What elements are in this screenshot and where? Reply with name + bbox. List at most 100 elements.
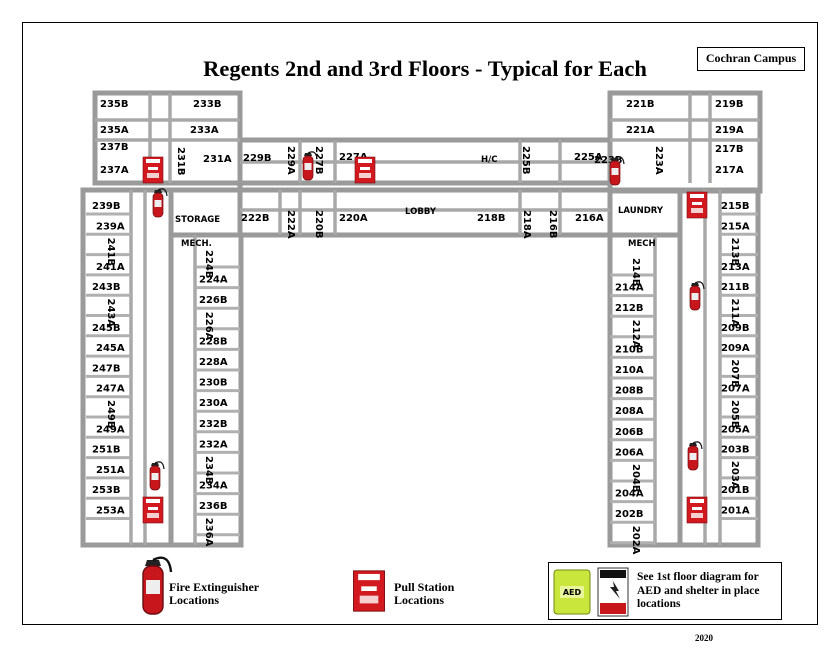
mech-left-label: MECH. <box>181 239 212 249</box>
room-label: 233A <box>190 125 219 136</box>
legend-pull-station-icon <box>352 570 386 612</box>
room-label: 206A <box>615 447 644 458</box>
room-label: 226A <box>203 312 214 341</box>
room-label: 216B <box>547 210 558 239</box>
room-label: 231B <box>175 147 186 176</box>
page-title: Regents 2nd and 3rd Floors - Typical for… <box>203 56 647 81</box>
room-label: 231A <box>203 154 232 165</box>
room-label: 215B <box>721 201 750 212</box>
aed-icon: AED <box>553 569 591 615</box>
room-labels: 235B 235A 237B 237A 233B 233A 231B 231A 239B 239A… <box>92 99 750 555</box>
room-label: 229B <box>243 153 272 164</box>
room-label: 243B <box>92 282 121 293</box>
room-label: 205A <box>721 424 750 435</box>
room-label: 220A <box>339 213 368 224</box>
legend-extinguisher-icon <box>141 556 173 616</box>
fire-extinguisher-icon <box>689 281 705 311</box>
year-label: 2020 <box>695 633 713 643</box>
room-label: 227B <box>313 146 324 175</box>
room-label: 234B <box>203 456 214 485</box>
room-label: 215A <box>721 221 750 232</box>
legend-note: See 1st floor diagram for AED and shelte… <box>637 571 760 610</box>
room-label: 220B <box>313 210 324 239</box>
pull-station-icon <box>142 156 164 184</box>
room-label: 235A <box>100 125 129 136</box>
room-label: 218A <box>521 210 532 239</box>
room-label: 223A <box>653 146 664 175</box>
room-label: 219B <box>715 99 744 110</box>
room-label: 230A <box>199 398 228 409</box>
room-label: 207A <box>721 384 750 395</box>
room-label: 251B <box>92 445 121 456</box>
room-label: 202A <box>630 526 641 555</box>
room-label: 221A <box>626 125 655 136</box>
hc-label: H/C <box>481 155 497 165</box>
room-label: 239B <box>92 201 121 212</box>
room-label: 212A <box>630 320 641 349</box>
room-label: 237A <box>100 165 129 176</box>
room-label: 222B <box>241 213 270 224</box>
room-label: 237B <box>100 142 129 153</box>
room-label: 217A <box>715 165 744 176</box>
room-label: 211B <box>721 282 750 293</box>
room-label: 226B <box>199 295 228 306</box>
pull-station-icon <box>686 191 708 219</box>
room-label: 214A <box>615 283 644 294</box>
room-dividers <box>86 212 758 545</box>
room-label: 213B <box>729 238 740 267</box>
room-label: 245B <box>92 323 121 334</box>
fire-extinguisher-icon <box>152 188 168 218</box>
room-label: 216A <box>575 213 604 224</box>
room-label: 224A <box>199 275 228 286</box>
campus-badge: Cochran Campus <box>697 47 805 71</box>
room-label: 206B <box>615 427 644 438</box>
room-label: 247B <box>92 363 121 374</box>
page-frame <box>22 22 818 625</box>
room-label: 232A <box>199 439 228 450</box>
room-label: 204A <box>615 489 644 500</box>
room-label: 228A <box>199 357 228 368</box>
room-label: 212B <box>615 303 644 314</box>
mech-right-label: MECH <box>628 239 656 249</box>
legend-note-box <box>548 562 782 620</box>
room-label: 253B <box>92 485 121 496</box>
room-label: 233B <box>193 99 222 110</box>
room-label: 251A <box>96 465 125 476</box>
room-label: 210B <box>615 344 644 355</box>
room-label: 205B <box>729 400 740 429</box>
shelter-sign-icon <box>597 567 629 617</box>
room-label: 249A <box>96 424 125 435</box>
fire-extinguisher-icon <box>687 441 703 471</box>
room-label: 228B <box>199 336 228 347</box>
room-label: 222A <box>285 210 296 239</box>
room-label: 224B <box>203 250 214 279</box>
room-label: 239A <box>96 221 125 232</box>
lobby-label: LOBBY <box>405 207 437 217</box>
room-label: 214B <box>630 258 641 287</box>
room-label: 201A <box>721 506 750 517</box>
room-label: 223B <box>594 155 623 166</box>
room-label: 209A <box>721 343 750 354</box>
pull-station-icon <box>354 156 376 184</box>
room-label: 235B <box>100 99 129 110</box>
room-label: 245A <box>96 343 125 354</box>
storage-label: STORAGE <box>175 215 220 225</box>
pull-station-icon <box>142 496 164 524</box>
room-label: 221B <box>626 99 655 110</box>
pull-station-icon <box>686 496 708 524</box>
room-label: 230B <box>199 378 228 389</box>
laundry-label: LAUNDRY <box>618 206 664 216</box>
room-label: 249B <box>105 400 116 429</box>
room-label: 225A <box>574 152 603 163</box>
room-label: 208A <box>615 406 644 417</box>
room-label: 204B <box>630 464 641 493</box>
room-label: 232B <box>199 419 228 430</box>
room-label: 217B <box>715 144 744 155</box>
room-label: 210A <box>615 365 644 376</box>
room-label: 203A <box>729 461 740 490</box>
room-label: 236B <box>199 501 228 512</box>
room-label: 253A <box>96 506 125 517</box>
